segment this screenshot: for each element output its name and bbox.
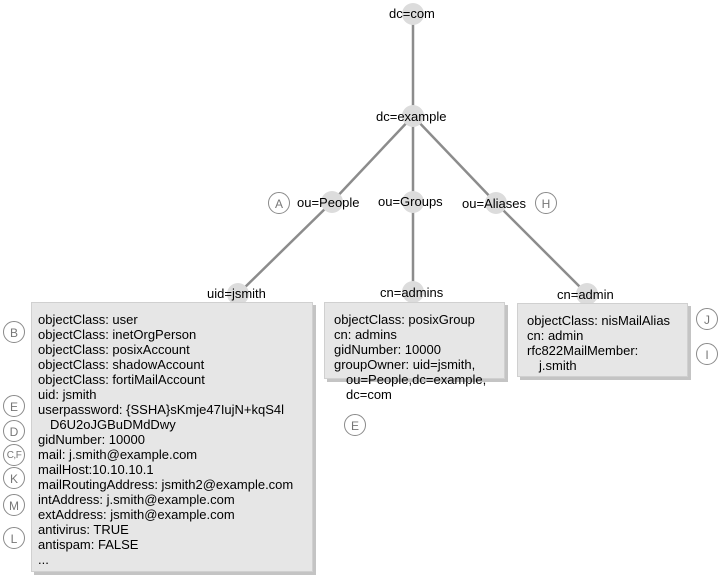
entry-line: D6U2oJGBuDMdDwy [50,417,176,432]
callout-d: D [3,420,25,442]
entry-line: mailHost:10.10.10.1 [38,462,154,477]
entry-line: mailRoutingAddress: jsmith2@example.com [38,477,294,492]
entry-line: gidNumber: 10000 [334,342,441,357]
callout-c-f: C,F [3,444,25,466]
entry-line: intAddress: j.smith@example.com [38,492,235,507]
entry-line: antispam: FALSE [38,537,139,552]
node-dot-domain [402,105,424,127]
callout-m: M [3,494,25,516]
entry-line: groupOwner: uid=jsmith, [334,357,476,372]
entry-line: dc=com [346,387,392,402]
edge-domain-people [331,115,414,203]
entry-line: cn: admins [334,327,397,342]
node-dc-com: dc=com [389,6,435,21]
node-cn-admins: cn=admins [380,285,444,300]
callout-e: E [3,395,25,417]
node-dot-group [402,281,424,303]
node-ou-aliases: ou=Aliases [462,196,526,211]
edge-domain-aliases [412,115,497,204]
callout-k: K [3,467,25,489]
callout-l: L [3,527,25,549]
entry-line: ou=People,dc=example, [346,372,487,387]
node-dot-alias [576,283,598,305]
entry-line: objectClass: fortiMailAccount [38,372,205,387]
entry-line: objectClass: posixAccount [38,342,190,357]
entry-line: gidNumber: 10000 [38,432,145,447]
group-entry-box: objectClass: posixGroup cn: admins gidNu… [324,302,505,402]
entry-line: objectClass: inetOrgPerson [38,327,197,342]
callout-j: J [696,308,718,330]
edge-people-user [237,201,333,295]
entry-line: userpassword: {SSHA}sKmje47IujN+kqS4l [38,402,285,417]
entry-line: objectClass: nisMailAlias [527,313,671,328]
alias-entry-box: objectClass: nisMailAlias cn: admin rfc8… [517,303,688,377]
callout-h: H [535,192,557,214]
entry-line: mail: j.smith@example.com [38,447,198,462]
callout-i: I [696,343,718,365]
node-uid-jsmith: uid=jsmith [207,286,266,301]
entry-line: objectClass: shadowAccount [38,357,205,372]
edge-aliases-alias [495,202,588,295]
node-dot-root [402,3,424,25]
node-dot-aliases [485,192,507,214]
callout-a: A [268,192,290,214]
node-cn-admin: cn=admin [557,287,614,302]
node-ou-people: ou=People [297,195,360,210]
entry-line: extAddress: jsmith@example.com [38,507,235,522]
entry-line: rfc822MailMember: [527,343,639,358]
node-dot-user [227,283,249,305]
entry-line: j.smith [539,358,577,373]
entry-line: objectClass: user [38,312,138,327]
entry-line: objectClass: posixGroup [334,312,475,327]
node-dot-groups [402,191,424,213]
callout-e-group: E [344,414,366,436]
entry-line: antivirus: TRUE [38,522,129,537]
callout-b: B [3,321,25,343]
user-entry-box: objectClass: user objectClass: inetOrgPe… [31,302,313,572]
entry-line: ... [38,552,49,567]
node-dot-people [321,191,343,213]
entry-line: uid: jsmith [38,387,97,402]
node-ou-groups: ou=Groups [378,194,443,209]
node-dc-example: dc=example [376,109,447,124]
entry-line: cn: admin [527,328,584,343]
